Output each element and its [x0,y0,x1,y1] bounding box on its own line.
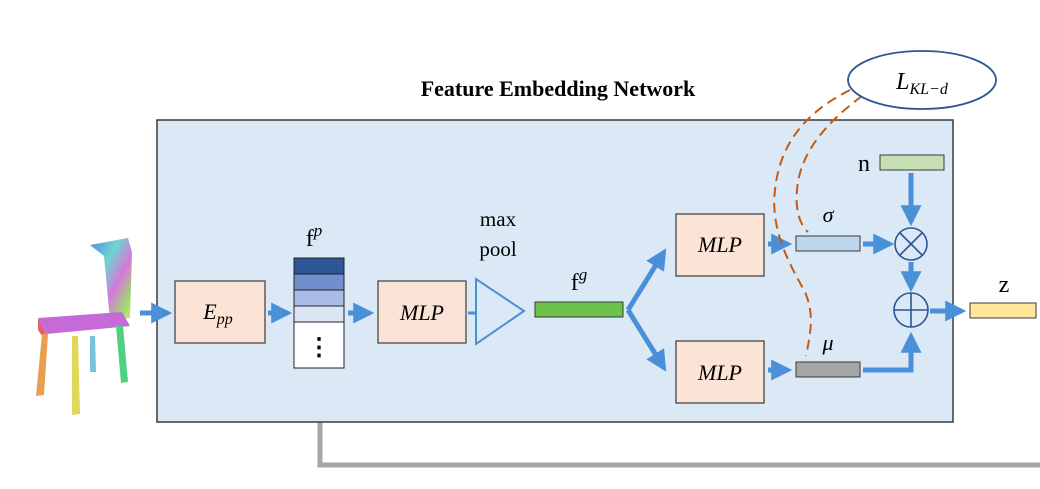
encoder-label: Epp [202,299,232,328]
maxpool-label-line2: pool [479,237,517,261]
mlp-box-mu [675,340,765,404]
fg-feature-bar [534,301,624,318]
arrow-fg-to-mlp-sigma [625,248,667,312]
mu-bar [795,361,861,378]
mlp-box-sigma [675,213,765,277]
arrow-mu-to-add [863,331,922,373]
maxpool-label-line1: max [480,207,517,231]
add-operator [893,292,929,328]
mu-label: μ [821,330,833,355]
mlp-box-1 [377,280,467,344]
z-label: z [999,272,1010,298]
sigma-label: σ [823,202,835,227]
fp-label: fp [306,221,323,252]
maxpool-triangle [475,277,526,346]
fp-feature-stack [293,257,345,369]
mlp-label-sigma: MLP [697,232,742,257]
network-title: Feature Embedding Network [421,76,696,101]
loss-ellipse [847,50,997,110]
n-noise-bar [879,154,945,171]
fp-ellipsis: ⋮ [307,335,331,361]
n-label: n [858,151,870,177]
fg-label: fg [571,265,588,296]
loss-label: LKL−d [895,69,949,98]
point-cloud-chair-image [36,238,132,415]
mlp-label-mu: MLP [697,360,742,385]
sigma-bar [795,235,861,252]
z-output-bar [969,302,1037,319]
multiply-operator [894,227,928,261]
loss-to-mu-dashed [773,89,851,357]
encoder-box [174,280,266,344]
mlp-label-1: MLP [399,300,444,325]
arrow-fg-to-mlp-mu [625,308,667,372]
loss-to-sigma-dashed [795,95,863,233]
